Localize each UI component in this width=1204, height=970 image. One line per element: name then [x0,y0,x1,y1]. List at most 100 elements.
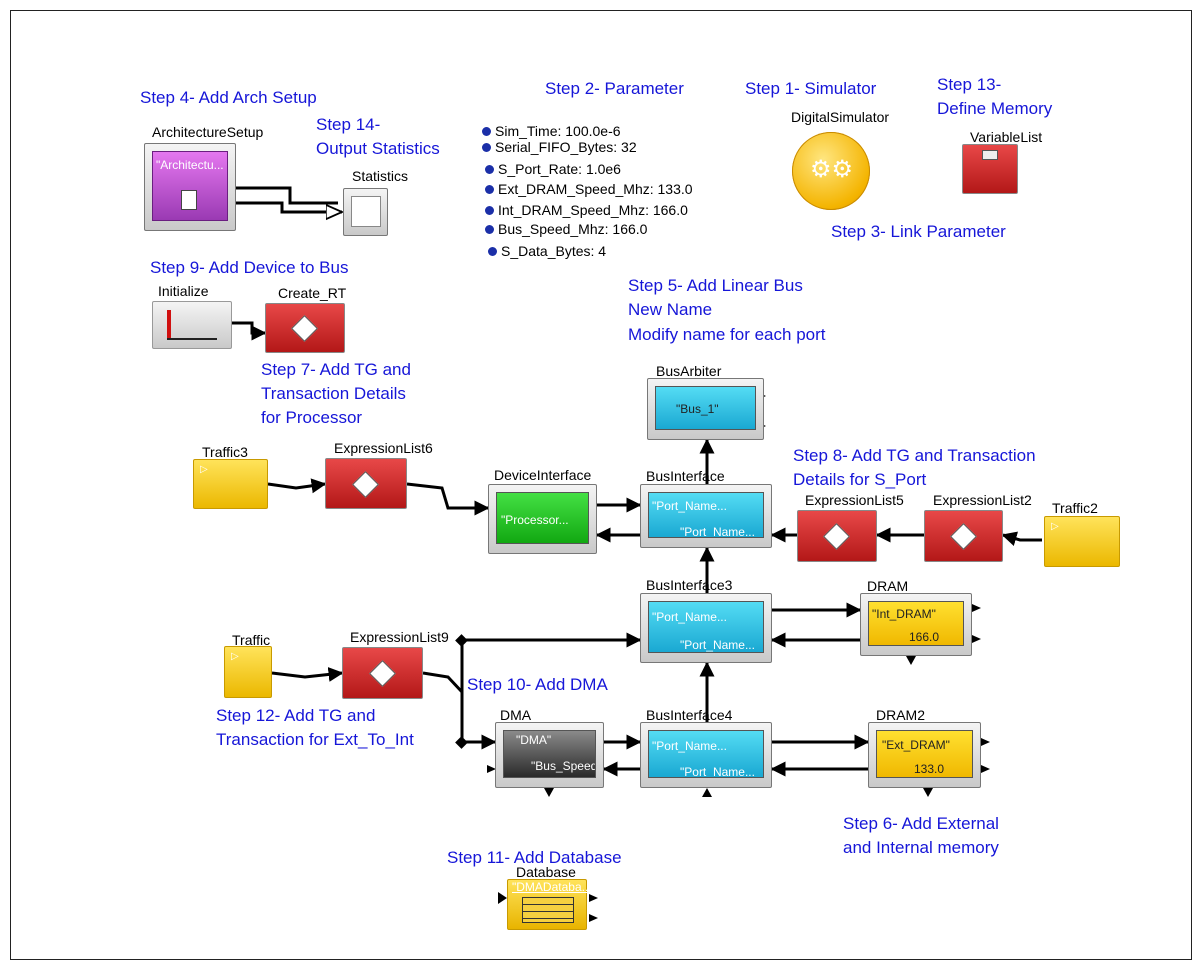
statistics-block[interactable] [343,188,388,236]
traffic-label: Traffic [232,632,271,648]
parameter-bullet-icon [485,165,494,174]
step-11-label: Step 11- Add Database [447,848,622,867]
bus-interface3-port-text-1: "Port_Name... [652,610,727,624]
bus-interface3-block[interactable]: "Port_Name... "Port_Name... [640,593,772,663]
bus-interface3-inner: "Port_Name... "Port_Name... [648,601,764,653]
document-icon [181,190,197,210]
device-interface-text: "Processor... [501,513,569,527]
bus-interface4-port-text-1: "Port_Name... [652,739,727,753]
parameter-item[interactable]: Serial_FIFO_Bytes: 32 [482,139,637,155]
step-6-label-line1: Step 6- Add External [843,814,999,833]
bus-arbiter-inner: "Bus_1" [655,386,756,430]
dram2-text-name: "Ext_DRAM" [882,738,950,752]
device-interface-block[interactable]: "Processor... [488,484,597,554]
initialize-icon [167,310,171,340]
expression-list5-block[interactable] [797,510,877,562]
expression-list5-label: ExpressionList5 [805,492,904,508]
bus-interface3-port-text-2: "Port_Name... [680,638,755,652]
dma-block[interactable]: "DMA" "Bus_Speed... [495,722,604,788]
dram-block[interactable]: "Int_DRAM" 166.0 [860,593,972,656]
dram2-label: DRAM2 [876,707,926,723]
architecture-setup-block[interactable]: "Architectu... [144,143,236,231]
junction-dot-2 [455,736,468,749]
parameter-item[interactable]: S_Port_Rate: 1.0e6 [485,161,621,177]
database-table-row [523,912,573,919]
dma-text-speed: "Bus_Speed... [531,759,595,773]
database-block[interactable]: "DMADataba... [507,879,592,930]
statistics-display-icon [351,196,381,227]
variable-list-block[interactable] [962,144,1018,194]
parameter-bullet-icon [482,143,491,152]
port-arrow [487,765,496,773]
play-icon: ▷ [200,464,208,475]
port-arrow [498,892,507,904]
dram-text-name: "Int_DRAM" [872,607,936,621]
port-arrow [702,788,712,797]
bus-interface-port-text-1: "Port_Name... [652,499,727,513]
initialize-block[interactable] [152,301,232,349]
device-interface-inner: "Processor... [496,492,589,544]
play-icon: ▷ [1051,521,1059,532]
wire-init-create [232,321,267,341]
database-text: "DMADataba... [512,880,592,894]
bus-interface-label: BusInterface [646,468,725,484]
port-arrow [589,894,598,902]
step-14-label-line2: Output Statistics [316,139,440,158]
architecture-setup-text: "Architectu... [156,158,224,172]
bus-interface-inner: "Port_Name... "Port_Name... [648,492,764,538]
wire-traffic3-expr6 [267,478,327,494]
traffic3-block[interactable]: ▷ [193,459,268,509]
bus-interface3-label: BusInterface3 [646,577,733,593]
dram-inner: "Int_DRAM" 166.0 [868,601,964,646]
port-arrow [972,604,981,612]
variable-list-label: VariableList [970,129,1043,145]
step-14-label-line1: Step 14- [316,115,381,134]
step-2-label: Step 2- Parameter [545,79,684,98]
step-13-label-line1: Step 13- [937,75,1002,94]
step-13-label-line2: Define Memory [937,99,1053,118]
traffic3-label: Traffic3 [202,444,248,460]
decision-diamond-icon [369,660,396,687]
step-3-label: Step 3- Link Parameter [831,222,1006,241]
port-arrow [981,765,990,773]
port-arrow [544,788,554,797]
dma-inner: "DMA" "Bus_Speed... [503,730,596,778]
bus-arbiter-block[interactable]: "Bus_1" [647,378,764,440]
step-6-label-line2: and Internal memory [843,838,999,857]
parameter-item[interactable]: Sim_Time: 100.0e-6 [482,123,621,139]
step-7-label-line3: for Processor [261,408,363,427]
step-12-label-line2: Transaction for Ext_To_Int [216,730,414,749]
gears-icon: ⚙⚙ [810,156,854,183]
decision-diamond-icon [823,523,850,550]
bus-interface4-block[interactable]: "Port_Name... "Port_Name... [640,722,772,788]
create-rt-block[interactable] [265,303,345,353]
step-8-label-line1: Step 8- Add TG and Transaction [793,446,1036,465]
bus-interface-block[interactable]: "Port_Name... "Port_Name... [640,484,772,548]
parameter-item[interactable]: Bus_Speed_Mhz: 166.0 [485,221,647,237]
traffic2-block[interactable]: ▷ [1044,516,1120,567]
step-4-label: Step 4- Add Arch Setup [140,88,317,107]
expression-list9-block[interactable] [342,647,423,699]
step-7-label-line2: Transaction Details [261,384,406,403]
architecture-setup-label: ArchitectureSetup [152,124,264,140]
parameter-item[interactable]: Ext_DRAM_Speed_Mhz: 133.0 [485,181,693,197]
initialize-baseline [167,338,217,340]
bus-interface4-inner: "Port_Name... "Port_Name... [648,730,764,778]
variable-list-icon [982,150,998,160]
expression-list6-label: ExpressionList6 [334,440,433,456]
digital-simulator-block[interactable]: ⚙⚙ [792,132,870,210]
step-5-label-line1: Step 5- Add Linear Bus [628,276,803,295]
parameter-item[interactable]: Int_DRAM_Speed_Mhz: 166.0 [485,202,688,218]
step-9-label: Step 9- Add Device to Bus [150,258,349,277]
dma-label: DMA [500,707,532,723]
initialize-label: Initialize [158,283,209,299]
expression-list6-block[interactable] [325,458,407,509]
dram2-block[interactable]: "Ext_DRAM" 133.0 [868,722,981,788]
dram-label: DRAM [867,578,909,594]
expression-list2-block[interactable] [924,510,1003,562]
traffic-block[interactable]: ▷ [224,646,272,698]
parameter-item[interactable]: S_Data_Bytes: 4 [488,243,606,259]
port-arrow [589,914,598,922]
create-rt-label: Create_RT [278,285,347,301]
